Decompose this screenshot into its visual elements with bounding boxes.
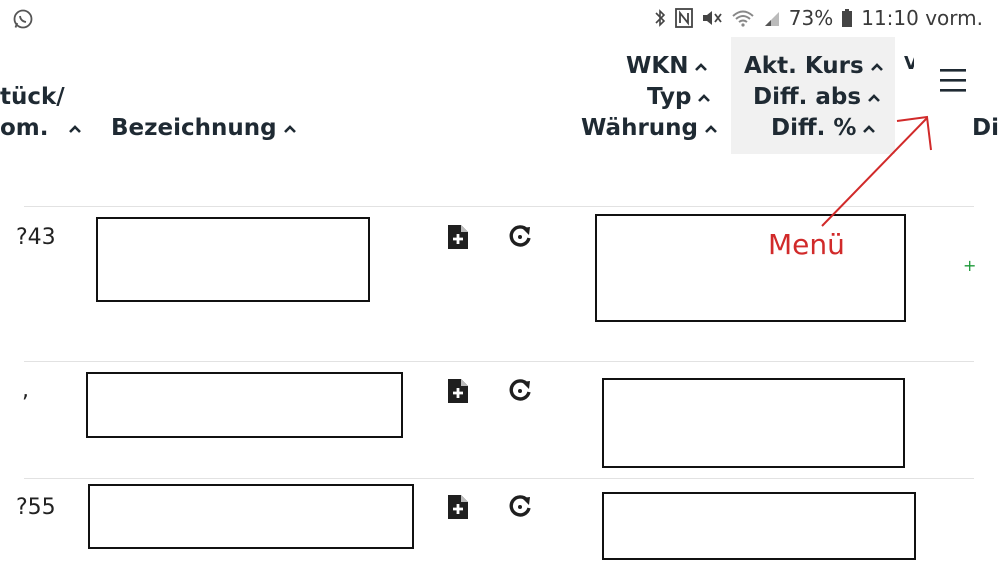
sort-stueck-caret[interactable] <box>62 115 82 141</box>
chevron-up-icon <box>870 62 883 71</box>
chevron-up-icon <box>705 124 717 133</box>
hamburger-icon <box>940 69 966 92</box>
row-1-refresh-button[interactable] <box>508 224 532 250</box>
chevron-up-icon <box>698 93 711 102</box>
menu-button[interactable] <box>937 62 971 98</box>
battery-percent: 73% <box>788 6 834 30</box>
row-2-wkn-redacted <box>602 378 905 468</box>
row-2-refresh-button[interactable] <box>508 378 532 404</box>
signal-icon <box>763 8 781 28</box>
wifi-icon <box>731 8 755 28</box>
refresh-icon <box>509 495 531 517</box>
header-waehrung[interactable]: Währung <box>581 115 718 141</box>
header-akt-kurs[interactable]: Akt. Kurs <box>744 53 884 79</box>
battery-icon <box>841 8 853 28</box>
row-2-name-redacted <box>86 372 403 438</box>
row-3-name-redacted <box>88 484 414 549</box>
header-stueck-line1: tück/ <box>0 84 65 110</box>
row-1-add-document-button[interactable] <box>446 224 470 250</box>
row-3-add-document-button[interactable] <box>446 494 470 520</box>
header-partial-v: V <box>904 53 914 74</box>
add-document-icon <box>448 225 468 249</box>
status-icons: 73% 11:10 vorm. <box>653 6 983 30</box>
header-partial-di: Di <box>972 115 999 141</box>
row-3-quantity: ?55 <box>16 495 56 520</box>
status-bar: 73% 11:10 vorm. <box>0 0 999 40</box>
row-3-refresh-button[interactable] <box>508 494 532 520</box>
header-stueck-line2[interactable]: om. <box>0 115 49 141</box>
chevron-up-icon <box>283 124 296 133</box>
refresh-icon <box>509 225 531 247</box>
mute-icon <box>701 8 723 28</box>
row-3-wkn-redacted <box>602 492 916 560</box>
add-document-icon <box>448 495 468 519</box>
header-diff-pct[interactable]: Diff. % <box>771 115 876 141</box>
row-1-quantity: ?43 <box>16 225 56 250</box>
row-1-name-redacted <box>96 217 370 302</box>
refresh-icon <box>509 379 531 401</box>
row-1-wkn-redacted <box>595 214 906 322</box>
bluetooth-icon <box>653 8 667 28</box>
row-2-add-document-button[interactable] <box>446 378 470 404</box>
whatsapp-icon <box>12 8 34 34</box>
row-divider <box>24 206 974 207</box>
row-divider <box>24 478 974 479</box>
header-typ[interactable]: Typ <box>647 84 711 110</box>
chevron-up-icon <box>695 62 708 71</box>
chevron-up-icon <box>863 124 876 133</box>
chevron-up-icon <box>69 124 81 133</box>
chevron-up-icon <box>868 93 880 102</box>
row-2-quantity: , <box>22 378 29 403</box>
header-diff-abs[interactable]: Diff. abs <box>753 84 881 110</box>
row-divider <box>24 361 974 362</box>
row-1-change-indicator: + <box>963 256 977 275</box>
clock-time: 11:10 vorm. <box>861 6 983 30</box>
header-bezeichnung[interactable]: Bezeichnung <box>111 115 297 141</box>
add-document-icon <box>448 379 468 403</box>
nfc-icon <box>674 8 693 28</box>
header-wkn[interactable]: WKN <box>626 53 708 79</box>
annotation-menu-label: Menü <box>768 228 845 261</box>
